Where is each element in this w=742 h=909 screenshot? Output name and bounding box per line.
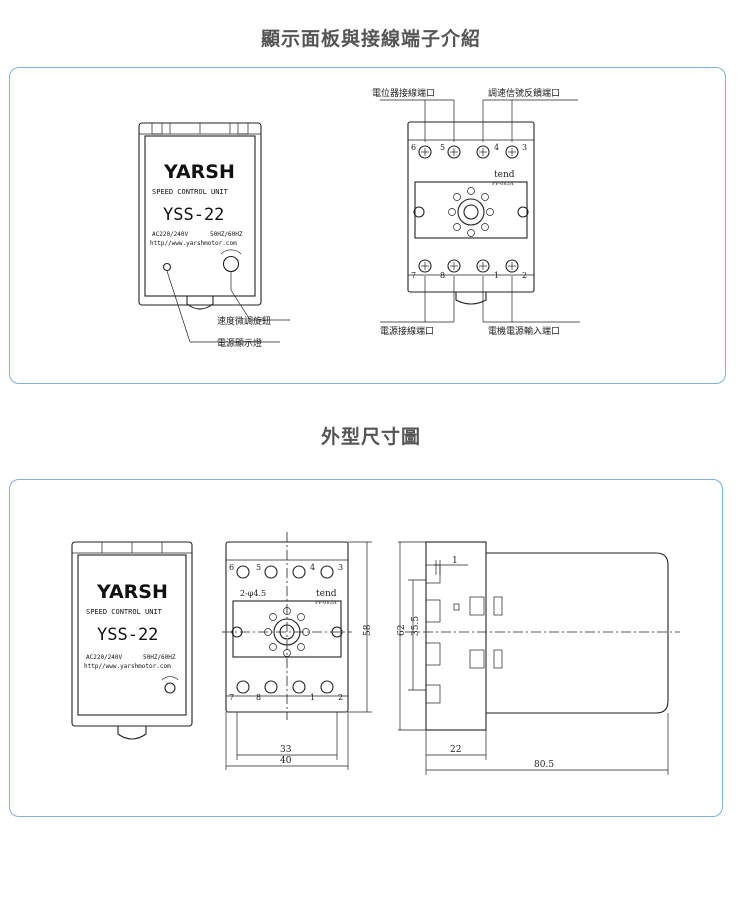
speed-signal-terminal-label: 調速信號反饋端口 xyxy=(488,87,560,99)
device-model: YSS-22 xyxy=(163,205,224,225)
dim-terminal-8: 8 xyxy=(256,693,261,702)
device-voltage-small: AC220/240V xyxy=(86,654,123,661)
socket-brand: tend xyxy=(494,170,515,180)
controller-front-view-small: YARSH SPEED CONTROL UNIT YSS-22 AC220/24… xyxy=(71,541,193,740)
socket-dimension-view: 6 5 4 3 7 8 1 2 2-φ4.5 tend PF-083A 33 4… xyxy=(222,532,373,770)
device-url: http//www.yarshmotor.com xyxy=(150,240,237,247)
side-view: 62 35.5 1 22 80.5 xyxy=(397,541,680,775)
potentiometer-terminal-label: 電位器接線端口 xyxy=(372,87,435,99)
dim-hole-label: 2-φ4.5 xyxy=(240,589,266,598)
dim-side-62: 62 xyxy=(397,625,407,636)
device-brand: YARSH xyxy=(163,161,235,183)
dim-terminal-2: 2 xyxy=(338,693,343,702)
device-subtitle-small: SPEED CONTROL UNIT xyxy=(86,608,163,616)
speed-knob-icon xyxy=(222,255,240,273)
dim-terminal-6: 6 xyxy=(229,563,234,572)
socket-terminal-1: 1 xyxy=(494,271,499,280)
dim-depth-80: 80.5 xyxy=(534,760,554,770)
dim-height-58: 58 xyxy=(363,624,373,636)
socket-terminal-5: 5 xyxy=(440,143,445,152)
dim-side-1: 1 xyxy=(452,556,458,566)
socket-terminal-7: 7 xyxy=(411,271,416,280)
socket-terminal-3: 3 xyxy=(522,143,527,152)
dim-terminal-5: 5 xyxy=(256,563,261,572)
power-lamp-icon xyxy=(162,262,172,272)
socket-terminal-2: 2 xyxy=(522,271,527,280)
panel-diagram-box xyxy=(9,67,726,384)
socket-model: PF-083A xyxy=(492,181,514,187)
dim-terminal-1: 1 xyxy=(310,693,315,702)
dim-depth-22: 22 xyxy=(450,745,461,755)
speed-knob-icon-small xyxy=(164,682,176,694)
device-url-small: http//www.yarshmotor.com xyxy=(84,663,171,670)
device-brand-small: YARSH xyxy=(96,581,168,603)
socket-terminal-6: 6 xyxy=(411,143,416,152)
dim-terminal-3: 3 xyxy=(338,563,343,572)
dim-width-33: 33 xyxy=(280,745,292,755)
controller-front-view: YARSH SPEED CONTROL UNIT YSS-22 AC220/24… xyxy=(138,122,290,349)
panel-section-title: 顯示面板與接線端子介紹 xyxy=(260,28,481,50)
socket-terminal-4: 4 xyxy=(494,143,499,152)
socket-terminal-8: 8 xyxy=(440,271,445,280)
power-lamp-label: 電源顯示燈 xyxy=(217,337,262,349)
dimension-diagram-box xyxy=(9,479,723,817)
device-model-small: YSS-22 xyxy=(97,625,158,645)
device-frequency: 50HZ/60HZ xyxy=(210,231,243,238)
device-frequency-small: 50HZ/60HZ xyxy=(143,654,176,661)
device-voltage: AC220/240V xyxy=(152,231,189,238)
device-subtitle: SPEED CONTROL UNIT xyxy=(152,188,229,196)
socket-top-view: 6 5 4 3 tend PF-083A 7 8 1 2 電位器接 xyxy=(372,87,580,337)
dim-socket-model: PF-083A xyxy=(315,600,337,606)
dim-terminal-7: 7 xyxy=(229,693,234,702)
dim-side-35: 35.5 xyxy=(411,616,421,636)
power-terminal-label: 電源接線端口 xyxy=(380,325,434,337)
dimension-section-title: 外型尺寸圖 xyxy=(320,426,421,448)
socket-top-terminal-row: 6 5 4 3 xyxy=(411,143,527,159)
motor-power-terminal-label: 電機電源輸入端口 xyxy=(488,325,560,337)
speed-knob-label: 速度微調旋鈕 xyxy=(217,315,271,327)
dim-width-40: 40 xyxy=(280,756,292,766)
dim-socket-brand: tend xyxy=(316,589,337,599)
socket-bottom-terminal-row: 7 8 1 2 xyxy=(411,259,527,280)
dim-terminal-4: 4 xyxy=(310,563,315,572)
